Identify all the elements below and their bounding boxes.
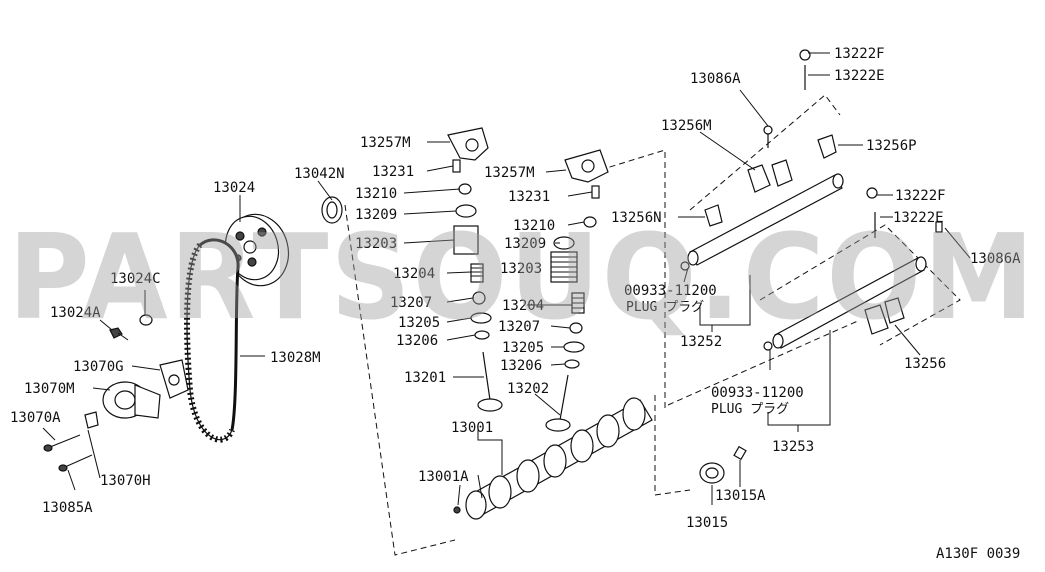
label-13256p: 13256P	[866, 138, 917, 154]
label-13024: 13024	[213, 180, 255, 196]
label-13086a-lower: 13086A	[970, 251, 1021, 267]
rocker-shaft-upper	[680, 49, 844, 271]
label-13207-right: 13207	[498, 319, 540, 335]
label-13256: 13256	[904, 356, 946, 372]
label-13070a: 13070A	[10, 410, 61, 426]
tensioner-assembly	[43, 359, 189, 472]
oil-seal	[321, 196, 343, 224]
label-13257m-left: 13257M	[360, 135, 411, 151]
label-13085a: 13085A	[42, 500, 93, 516]
label-plug-lower: PLUG プラグ	[711, 402, 789, 417]
label-13206-right: 13206	[500, 358, 542, 374]
label-13204-right: 13204	[502, 298, 544, 314]
label-13070g: 13070G	[73, 359, 124, 375]
label-13252: 13252	[680, 334, 722, 350]
valve-stack-left	[447, 127, 503, 412]
label-13222e-lower: 13222E	[893, 210, 944, 226]
camshaft-plug	[699, 445, 747, 484]
label-13015: 13015	[686, 515, 728, 531]
label-13024a: 13024A	[50, 305, 101, 321]
label-13207-left: 13207	[390, 295, 432, 311]
watermark: PARTSOUQ.COM	[8, 208, 1036, 346]
label-13070h: 13070H	[100, 473, 151, 489]
label-13201: 13201	[404, 370, 446, 386]
timing-belt	[184, 238, 240, 443]
label-13231-right: 13231	[508, 189, 550, 205]
camshaft	[453, 397, 653, 520]
label-13256m: 13256M	[661, 118, 712, 134]
label-13001a: 13001A	[418, 469, 469, 485]
label-13257m-right: 13257M	[484, 165, 535, 181]
label-13001: 13001	[451, 420, 493, 436]
label-13203-right: 13203	[500, 261, 542, 277]
label-13222f-upper: 13222F	[834, 46, 885, 62]
label-13210-left: 13210	[355, 186, 397, 202]
label-13209-left: 13209	[355, 207, 397, 223]
figure-code: A130F 0039	[936, 546, 1020, 562]
label-13024c: 13024C	[110, 271, 161, 287]
leader-lines	[42, 52, 971, 506]
label-13253: 13253	[772, 439, 814, 455]
label-13210-right: 13210	[513, 218, 555, 234]
rocker-shaft-lower	[763, 187, 943, 351]
label-00933-upper: 00933-11200	[624, 283, 717, 299]
label-13042n: 13042N	[294, 166, 345, 182]
label-13231-left: 13231	[372, 164, 414, 180]
bolt-13024a	[109, 327, 129, 341]
label-13222e-upper: 13222E	[834, 68, 885, 84]
label-plug-upper: PLUG プラグ	[626, 300, 704, 315]
washer-13024c	[139, 314, 153, 326]
label-13086a-upper: 13086A	[690, 71, 741, 87]
label-13204-left: 13204	[393, 266, 435, 282]
label-13206-left: 13206	[396, 333, 438, 349]
label-13202: 13202	[507, 381, 549, 397]
label-13015a: 13015A	[715, 488, 766, 504]
valve-stack-right	[545, 149, 609, 432]
label-13256n: 13256N	[611, 210, 662, 226]
label-13203-left: 13203	[355, 236, 397, 252]
label-13205-right: 13205	[502, 340, 544, 356]
label-13070m: 13070M	[24, 381, 75, 397]
assembly-dash-lines	[344, 94, 961, 556]
camshaft-sprocket	[224, 213, 290, 287]
label-13028m: 13028M	[270, 350, 321, 366]
label-13222f-lower: 13222F	[895, 188, 946, 204]
label-13205-left: 13205	[398, 315, 440, 331]
label-00933-lower: 00933-11200	[711, 385, 804, 401]
part-labels: 13024 13042N 13024C 13024A 13070G 13070M…	[10, 46, 1021, 562]
label-13209-right: 13209	[504, 236, 546, 252]
